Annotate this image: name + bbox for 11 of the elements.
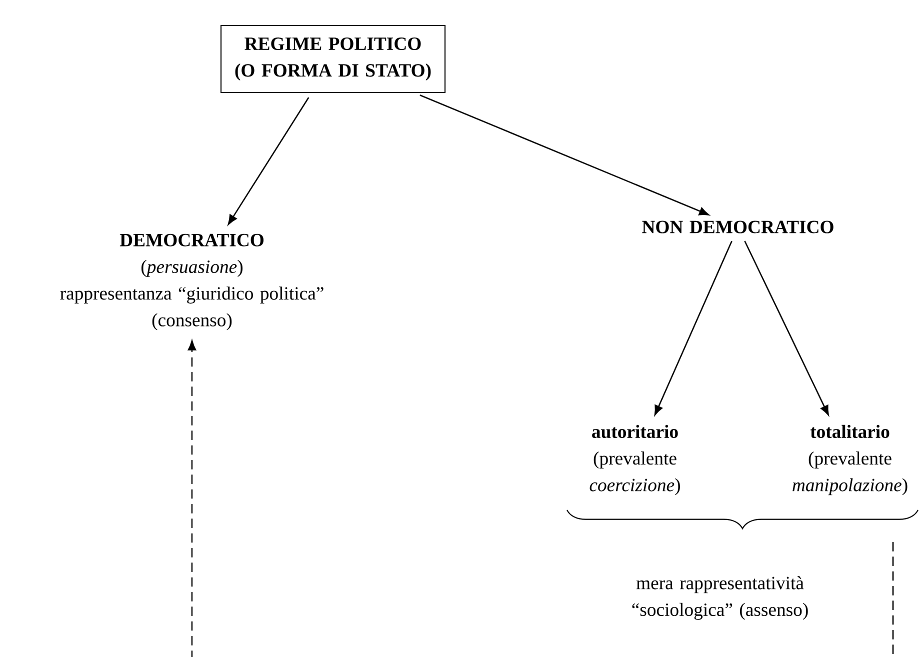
arrow: [744, 240, 829, 416]
category-text: totalitario (prevalente manipolazione): [792, 424, 908, 496]
note-text: mera rappresentatività “sociologica” (assenso): [632, 576, 808, 620]
arrow: [228, 97, 310, 225]
category-text: NON DEMOCRATICO: [642, 220, 834, 234]
category-text: DEMOCRATICO (persuasione) rappresentanza “giuridico politica” (consenso): [60, 234, 324, 330]
dashed-arrow: [188, 340, 196, 657]
title-box: REGIME POLITICO (O FORMA DI STATO): [220, 24, 446, 94]
arrow: [420, 94, 710, 216]
arrow: [654, 240, 732, 416]
category-text: autoritario (prevalente coercizione): [590, 424, 680, 496]
